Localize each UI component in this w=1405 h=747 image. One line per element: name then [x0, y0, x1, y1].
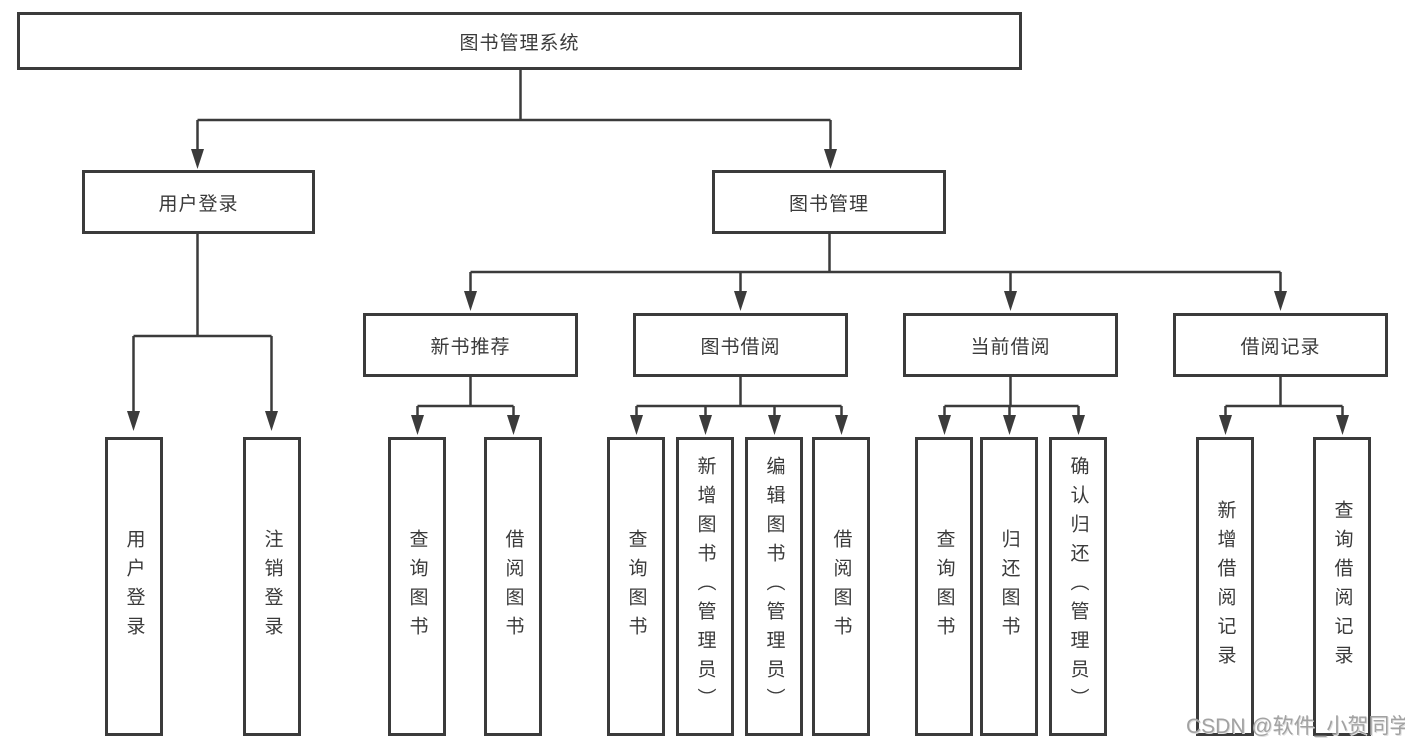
node-cb-return: 归还图书 — [980, 437, 1038, 736]
node-new-book-rec-label: 新书推荐 — [430, 336, 511, 358]
node-br-query-label: 查询借阅记录 — [1331, 499, 1353, 674]
node-bb-add-label: 新增图书（管理员） — [694, 456, 716, 717]
node-bb-query: 查询图书 — [607, 437, 665, 736]
arrowheads — [127, 149, 1349, 435]
node-login-do: 用户登录 — [105, 437, 163, 736]
node-nbr-borrow-label: 借阅图书 — [502, 528, 524, 645]
node-book-mgmt: 图书管理 — [712, 170, 946, 234]
node-bb-query-label: 查询图书 — [625, 528, 647, 645]
connector-paths — [132, 70, 1344, 418]
node-br-add-label: 新增借阅记录 — [1214, 499, 1236, 674]
node-user-login-label: 用户登录 — [158, 193, 239, 215]
node-logout-label: 注销登录 — [261, 528, 283, 645]
node-cb-query-label: 查询图书 — [933, 528, 955, 645]
node-logout: 注销登录 — [243, 437, 301, 736]
node-nbr-query: 查询图书 — [388, 437, 446, 736]
node-nbr-query-label: 查询图书 — [406, 528, 428, 645]
csdn-watermark: CSDN @软件_小贺同学 — [1186, 715, 1405, 738]
node-current-borrow-label: 当前借阅 — [970, 336, 1051, 358]
node-borrow-records: 借阅记录 — [1173, 313, 1388, 377]
node-bb-borrow-label: 借阅图书 — [830, 528, 852, 645]
node-cb-confirm: 确认归还（管理员） — [1049, 437, 1107, 736]
node-bb-borrow: 借阅图书 — [812, 437, 870, 736]
node-book-borrow: 图书借阅 — [633, 313, 848, 377]
node-borrow-records-label: 借阅记录 — [1240, 336, 1321, 358]
node-br-query: 查询借阅记录 — [1313, 437, 1371, 736]
node-book-mgmt-label: 图书管理 — [788, 193, 869, 215]
node-user-login: 用户登录 — [82, 170, 315, 234]
node-bb-edit-label: 编辑图书（管理员） — [763, 456, 785, 717]
node-new-book-rec: 新书推荐 — [363, 313, 578, 377]
node-cb-return-label: 归还图书 — [998, 528, 1020, 645]
node-br-add: 新增借阅记录 — [1196, 437, 1254, 736]
node-bb-add: 新增图书（管理员） — [676, 437, 734, 736]
node-cb-query: 查询图书 — [915, 437, 973, 736]
node-root: 图书管理系统 — [17, 12, 1022, 70]
node-current-borrow: 当前借阅 — [903, 313, 1118, 377]
node-cb-confirm-label: 确认归还（管理员） — [1067, 456, 1089, 717]
node-bb-edit: 编辑图书（管理员） — [745, 437, 803, 736]
node-login-do-label: 用户登录 — [123, 528, 145, 645]
node-nbr-borrow: 借阅图书 — [484, 437, 542, 736]
node-book-borrow-label: 图书借阅 — [700, 336, 781, 358]
node-root-label: 图书管理系统 — [459, 32, 580, 54]
